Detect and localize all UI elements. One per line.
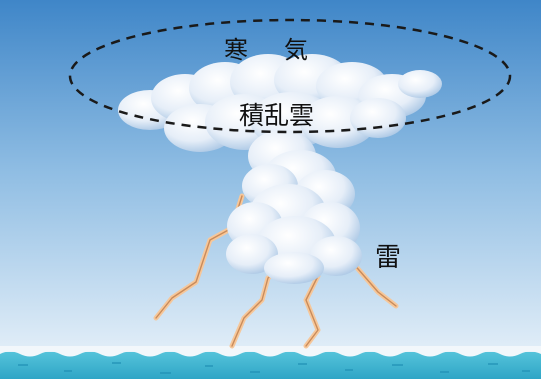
- cold-air-label: 寒気: [224, 30, 310, 65]
- sea: [0, 346, 541, 379]
- thunder-label: 雷: [375, 243, 402, 273]
- cumulonimbus-label: 積乱雲: [239, 101, 315, 130]
- cold-air-boundary: [68, 18, 512, 134]
- cumulonimbus-cloud: [118, 54, 442, 284]
- cold-air-char-1: 寒: [224, 36, 250, 64]
- cold-air-char-2: 気: [284, 36, 310, 64]
